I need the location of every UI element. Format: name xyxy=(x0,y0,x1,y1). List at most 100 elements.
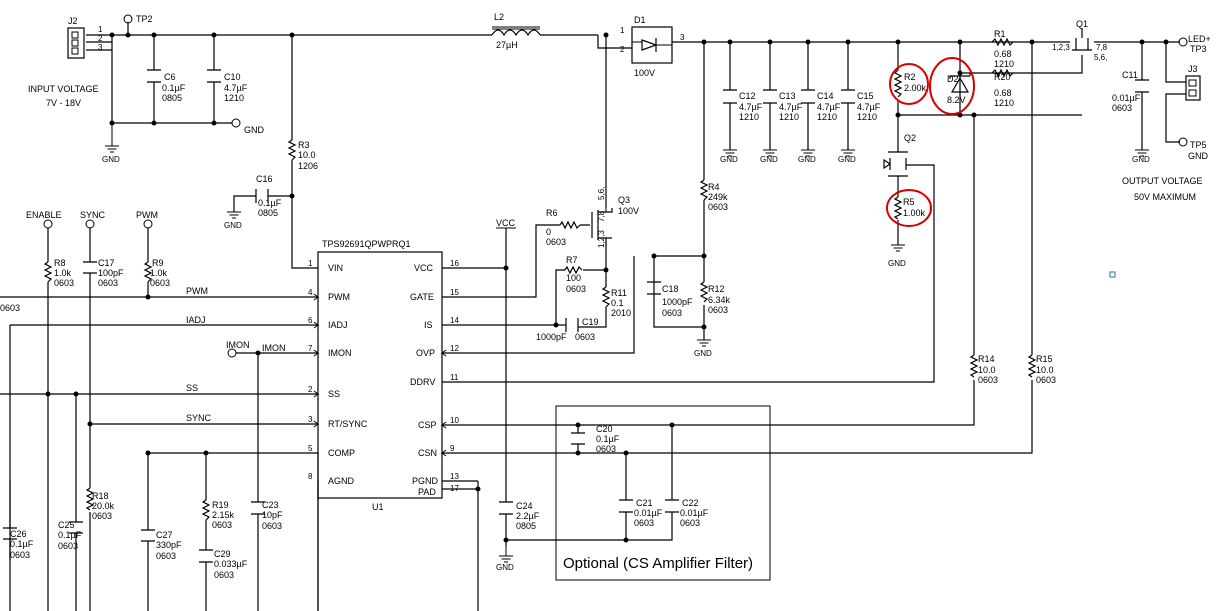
svg-text:L2: L2 xyxy=(494,12,504,22)
svg-text:1210: 1210 xyxy=(817,112,837,122)
svg-text:0603: 0603 xyxy=(214,570,234,580)
ic-ref: U1 xyxy=(372,502,384,512)
svg-text:0603: 0603 xyxy=(1112,103,1132,113)
svg-text:0603: 0603 xyxy=(156,551,176,561)
svg-text:C26: C26 xyxy=(10,529,27,539)
svg-text:100pF: 100pF xyxy=(98,268,124,278)
svg-text:6: 6 xyxy=(308,316,313,325)
svg-text:0.01µF: 0.01µF xyxy=(1112,93,1141,103)
j3-connector: J3 xyxy=(1185,64,1201,101)
q3-mosfet: Q3 100V 5,6, 7,8 1,2,3 xyxy=(591,187,639,248)
svg-text:20.0k: 20.0k xyxy=(92,501,115,511)
c12-capacitor: GND C12 4.7µF 1210 xyxy=(720,89,763,164)
sync-testpoint xyxy=(85,219,95,229)
pwm-tp-label: PWM xyxy=(136,210,158,220)
r5-resistor: GND R5 1.00k xyxy=(888,196,926,268)
svg-text:1.0k: 1.0k xyxy=(54,268,72,278)
gnd-label-1: GND xyxy=(102,155,120,164)
r14-resistor: R14 10.0 0603 xyxy=(969,354,998,385)
svg-text:R8: R8 xyxy=(54,258,66,268)
r6-resistor: R6 0 0603 xyxy=(546,208,581,247)
gnd-tp-label: GND xyxy=(244,125,265,135)
svg-text:4.7µF: 4.7µF xyxy=(739,102,763,112)
svg-text:5: 5 xyxy=(308,444,313,453)
r9-resistor: R9 1.0k 0603 xyxy=(143,258,170,288)
c27-capacitor: C27 330pF 0603 xyxy=(141,529,182,561)
enable-label: ENABLE xyxy=(26,210,62,220)
svg-text:0603: 0603 xyxy=(1036,375,1056,385)
net-imon: IMON xyxy=(262,343,286,353)
svg-text:C23: C23 xyxy=(262,500,279,510)
enable-testpoint xyxy=(43,219,53,229)
svg-text:C19: C19 xyxy=(582,317,599,327)
svg-text:1210: 1210 xyxy=(857,112,877,122)
svg-text:0603: 0603 xyxy=(212,520,232,530)
svg-text:0603: 0603 xyxy=(596,444,616,454)
input-voltage-label: INPUT VOLTAGE xyxy=(28,84,99,94)
svg-text:GND: GND xyxy=(798,155,816,164)
svg-text:0603: 0603 xyxy=(680,518,700,528)
svg-text:0603: 0603 xyxy=(978,375,998,385)
net-iadj: IADJ xyxy=(186,315,206,325)
svg-text:R15: R15 xyxy=(1036,354,1053,364)
svg-text:C24: C24 xyxy=(516,501,533,511)
svg-text:R14: R14 xyxy=(978,354,995,364)
svg-text:D2: D2 xyxy=(947,74,959,84)
d2-highlight-circle xyxy=(929,57,975,115)
svg-text:C17: C17 xyxy=(98,258,115,268)
svg-text:R6: R6 xyxy=(546,208,558,218)
sync-tp-label: SYNC xyxy=(80,210,106,220)
r8-resistor: R8 1.0k 0603 xyxy=(43,258,74,288)
d2-zener: D2 8.2V xyxy=(947,73,971,105)
svg-text:IADJ: IADJ xyxy=(328,320,348,330)
imon-tp-label: IMON xyxy=(226,340,250,350)
svg-text:GND: GND xyxy=(496,563,514,572)
svg-text:100: 100 xyxy=(566,273,581,283)
svg-text:0805: 0805 xyxy=(162,93,182,103)
svg-text:Q2: Q2 xyxy=(904,133,916,143)
r4-resistor: R4 249k 0603 xyxy=(699,179,728,212)
svg-text:0.1µF: 0.1µF xyxy=(10,539,34,549)
svg-text:7: 7 xyxy=(308,344,313,353)
svg-text:VIN: VIN xyxy=(328,263,343,273)
svg-text:10.0: 10.0 xyxy=(1036,365,1054,375)
l2-inductor: L2 27µH xyxy=(491,12,541,50)
svg-text:GND: GND xyxy=(888,259,906,268)
svg-text:OVP: OVP xyxy=(416,348,435,358)
svg-text:0805: 0805 xyxy=(258,208,278,218)
svg-text:1210: 1210 xyxy=(994,98,1014,108)
svg-text:AGND: AGND xyxy=(328,476,355,486)
c11-capacitor: GND C11 0.01µF 0603 xyxy=(1112,70,1150,164)
svg-text:2: 2 xyxy=(308,385,313,394)
svg-text:C20: C20 xyxy=(596,424,613,434)
c25-capacitor: C25 0.1µF 0603 xyxy=(58,520,83,551)
q2-mosfet: Q2 xyxy=(883,133,916,177)
j2-ref: J2 xyxy=(68,16,78,26)
c10-capacitor: C10 4.7µF 1210 xyxy=(207,69,248,103)
tp2-testpoint xyxy=(123,14,133,24)
svg-text:7,8: 7,8 xyxy=(597,210,606,222)
svg-text:15: 15 xyxy=(450,288,459,297)
svg-text:0.1µF: 0.1µF xyxy=(258,198,282,208)
svg-text:0805: 0805 xyxy=(516,521,536,531)
svg-text:R3: R3 xyxy=(298,140,310,150)
svg-text:0.68: 0.68 xyxy=(994,88,1012,98)
svg-text:1000pF: 1000pF xyxy=(536,332,567,342)
c19-capacitor: C19 1000pF 0603 xyxy=(536,317,599,342)
tp2-label: TP2 xyxy=(136,14,153,24)
svg-text:0603: 0603 xyxy=(575,332,595,342)
svg-text:4: 4 xyxy=(308,288,313,297)
svg-text:1210: 1210 xyxy=(994,59,1014,69)
svg-text:6.34k: 6.34k xyxy=(708,295,731,305)
svg-text:C12: C12 xyxy=(739,91,756,101)
svg-text:IMON: IMON xyxy=(328,348,352,358)
svg-text:0.1µF: 0.1µF xyxy=(58,530,82,540)
svg-text:1.0k: 1.0k xyxy=(150,268,168,278)
svg-text:PGND: PGND xyxy=(412,476,439,486)
svg-text:CSP: CSP xyxy=(418,420,437,430)
net-pwm: PWM xyxy=(186,286,208,296)
svg-text:0603: 0603 xyxy=(546,237,566,247)
r7-resistor: R7 100 0603 xyxy=(564,255,586,294)
r2-highlight-circle xyxy=(889,63,929,105)
